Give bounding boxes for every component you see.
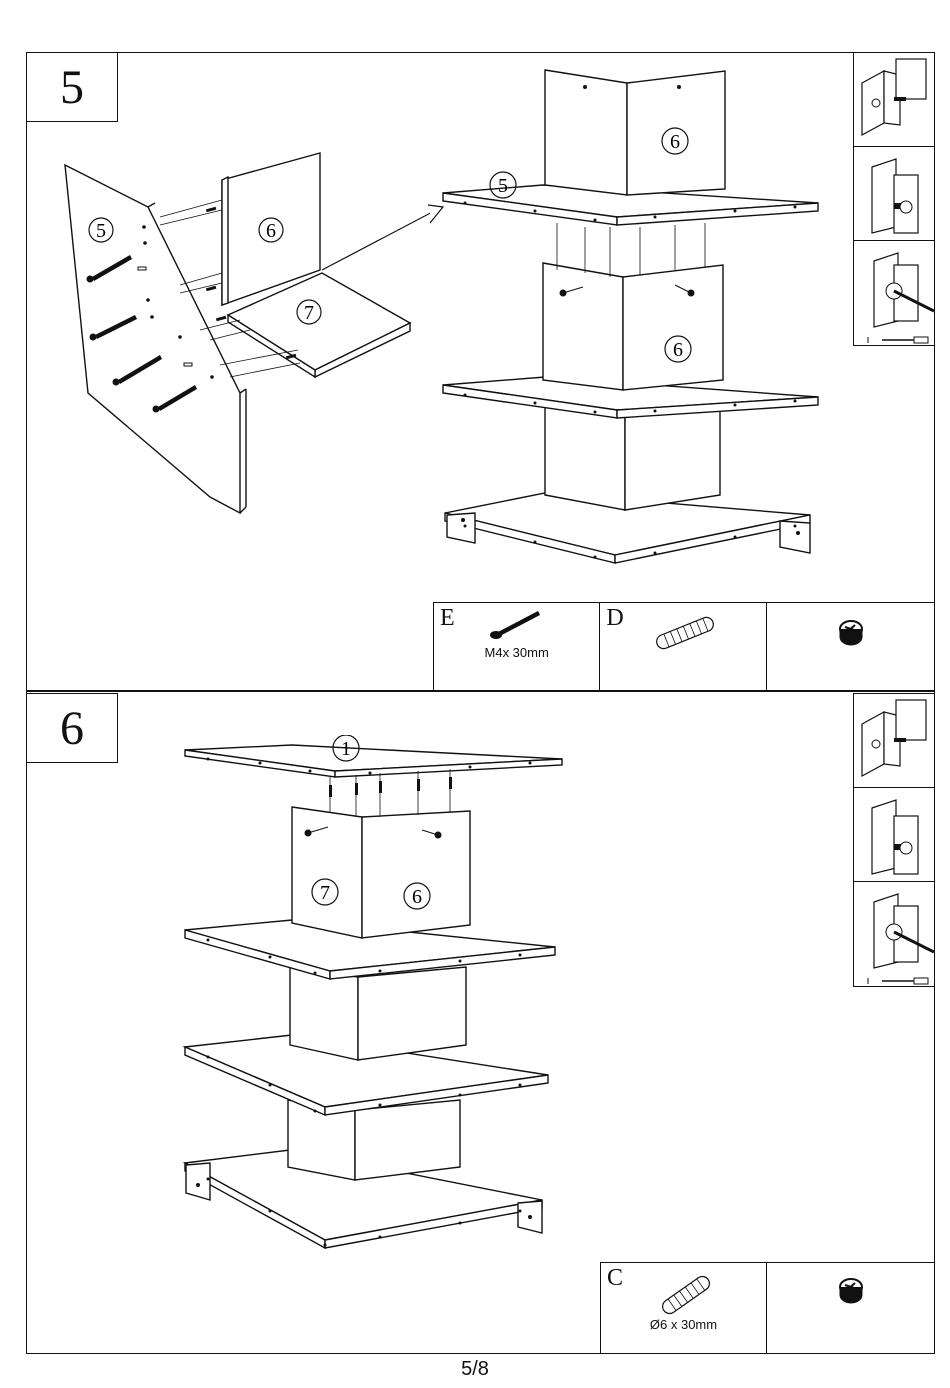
screwdriver-tighten-icon (854, 241, 934, 345)
step5-tower-illustration: 6 6 5 (435, 65, 825, 565)
hardware-item-c: C Ø6 x 30mm (601, 1263, 767, 1353)
tower-label-6-middle: 6 (673, 339, 683, 361)
part-label-7: 7 (304, 302, 314, 324)
cam-bolt-insert-icon (854, 694, 934, 788)
tower-label-6-top: 6 (670, 131, 680, 153)
page-number: 5/8 (0, 1358, 950, 1381)
part-label-1: 1 (341, 738, 351, 760)
cam-lock-icon (767, 603, 935, 692)
hardware-item-d: D (600, 603, 766, 690)
step-number-6: 6 (26, 693, 118, 763)
dowel-icon (601, 1263, 768, 1355)
step5-side-instructions (853, 52, 935, 346)
hardware-size: Ø6 x 30mm (601, 1317, 766, 1332)
step-number-5: 5 (26, 52, 118, 122)
hardware-size: M4x 30mm (434, 645, 599, 660)
part-label-6: 6 (412, 886, 422, 908)
part-label-7: 7 (320, 882, 330, 904)
cam-lock-icon (767, 1263, 935, 1355)
dowel-icon (600, 603, 767, 692)
screwdriver-tighten-icon (854, 882, 934, 986)
step5-exploded-illustration: 5 6 7 (60, 145, 430, 525)
hardware-item-cam (767, 1263, 934, 1353)
part-label-6: 6 (266, 220, 276, 242)
cam-lock-insert-icon (854, 788, 934, 882)
step6-side-instructions (853, 693, 935, 987)
hardware-item-e: E M4x 30mm (434, 603, 600, 690)
cam-bolt-insert-icon (854, 53, 934, 147)
tower-label-5: 5 (498, 175, 508, 197)
hardware-item-cam (767, 603, 934, 690)
part-label-5: 5 (96, 220, 106, 242)
step6-hardware-table: C Ø6 x 30mm (600, 1262, 935, 1354)
cam-lock-insert-icon (854, 147, 934, 241)
step5-hardware-table: E M4x 30mm D (433, 602, 935, 691)
step6-tower-illustration: 1 7 6 (180, 735, 565, 1255)
